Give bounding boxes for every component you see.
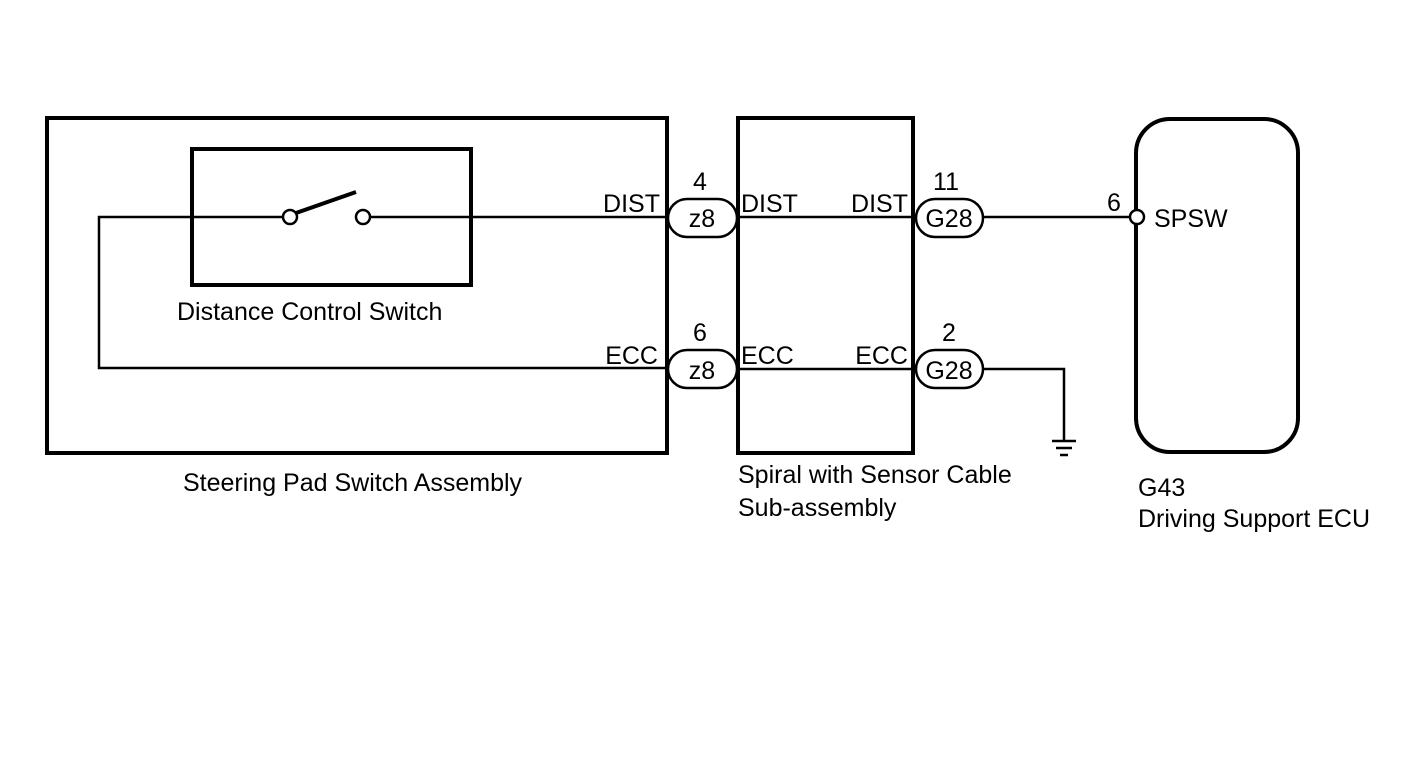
distance-switch-label: Distance Control Switch	[177, 298, 442, 326]
pin-g28-dist: 11	[933, 168, 959, 196]
terminal-steering-dist: DIST	[603, 190, 660, 218]
connector-z8-dist-label: z8	[689, 205, 715, 233]
pin-ecu: 6	[1107, 189, 1121, 217]
pin-z8-ecc: 6	[693, 319, 707, 347]
spiral-label-line2: Sub-assembly	[738, 494, 897, 522]
ecu-label: Driving Support ECU	[1138, 505, 1370, 533]
ecu-terminal-icon	[1128, 208, 1146, 226]
steering-pad-box	[45, 116, 669, 455]
connector-g28-dist	[914, 197, 985, 239]
switch-icon	[281, 190, 372, 226]
connector-g28-ecc-label: G28	[925, 357, 972, 385]
connector-z8-ecc-label: z8	[689, 357, 715, 385]
connector-z8-dist	[666, 197, 739, 239]
ecu-code: G43	[1138, 474, 1185, 502]
terminal-spiral-left-dist: DIST	[741, 190, 798, 218]
terminal-spiral-right-dist: DIST	[851, 190, 908, 218]
terminal-spiral-right-ecc: ECC	[855, 342, 908, 370]
ecc-wire-ground	[983, 367, 1066, 440]
pin-g28-ecc: 2	[942, 319, 956, 347]
connector-g28-ecc	[914, 348, 985, 390]
spiral-label-line1: Spiral with Sensor Cable	[738, 461, 1012, 489]
spiral-box	[736, 116, 915, 455]
pin-z8-dist: 4	[693, 168, 707, 196]
loop-wire	[97, 215, 668, 370]
terminal-spiral-left-ecc: ECC	[741, 342, 794, 370]
ground-symbol-icon	[1052, 439, 1076, 457]
terminal-ecu-spsw: SPSW	[1154, 205, 1228, 233]
ecu-box	[1134, 117, 1300, 454]
connector-g28-dist-label: G28	[925, 205, 972, 233]
steering-pad-label: Steering Pad Switch Assembly	[183, 469, 523, 497]
connector-z8-ecc	[666, 348, 739, 390]
terminal-steering-ecc: ECC	[605, 342, 658, 370]
